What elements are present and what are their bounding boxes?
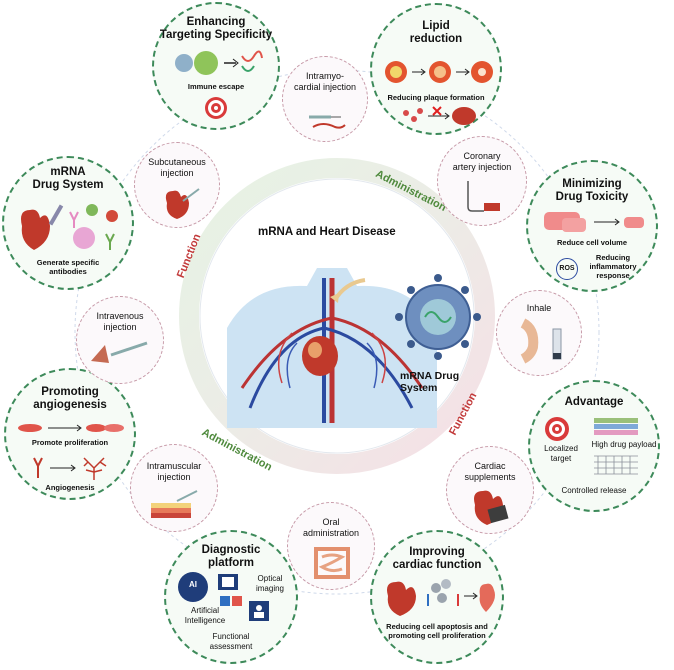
intravenous-label: Intravenous injection <box>96 311 144 332</box>
angiogenesis-title: Promoting angiogenesis <box>33 386 107 411</box>
inhaler-icon <box>520 318 562 364</box>
muscle-layer-icon <box>151 490 198 518</box>
node-promoting-angiogenesis: Promoting angiogenesis Promote prolifera… <box>4 368 136 500</box>
release-grid-icon <box>594 455 638 475</box>
inhale-label: Inhale <box>526 303 552 313</box>
assessment-icon <box>249 601 269 621</box>
cell-shrink-icon <box>544 212 644 232</box>
intramyocardial-label: Intramyo- cardial injection <box>293 71 357 92</box>
diagnostic-item1: Artificial Intelligence <box>184 606 226 625</box>
function-administration-ring <box>179 158 495 474</box>
node-subcutaneous-injection: Subcutaneous injection <box>134 142 220 228</box>
node-intramyocardial-injection: Intramyo- cardial injection <box>282 56 368 142</box>
node-improving-cardiac: Improving cardiac function Reducing cell… <box>370 530 504 664</box>
diagnostic-item2: Optical imaging <box>255 574 284 593</box>
node-enhancing-targeting: Enhancing Targeting Specificity Immune e… <box>152 2 280 130</box>
targeting-title: Enhancing Targeting Specificity <box>159 16 273 41</box>
diagnostic-item3: Functional assessment <box>209 632 253 651</box>
lipid-title: Lipid reduction <box>409 20 463 45</box>
proliferation-icon <box>18 424 124 432</box>
ros-badge: ROS <box>556 258 578 280</box>
vessel-branch-icon <box>33 457 107 480</box>
node-advantage: Advantage Localized target High drug pay… <box>528 380 660 512</box>
cardiac-function-caption: Reducing cell apoptosis and promoting ce… <box>386 622 488 640</box>
ai-badge: AI <box>178 572 208 602</box>
intramuscular-label: Intramuscular injection <box>146 461 202 482</box>
intestine-icon <box>314 547 350 579</box>
toxicity-title: Minimizing Drug Toxicity <box>555 178 629 203</box>
immune-cell-icon <box>175 50 263 75</box>
cardiac-repair-icon <box>387 579 495 616</box>
node-lipid-reduction: Lipid reduction Reducing plaque formatio… <box>370 3 502 135</box>
toxicity-caption2: Reducing inflammatory response <box>589 253 637 280</box>
antibody-icon <box>21 204 118 250</box>
oral-label: Oral administration <box>302 517 360 538</box>
artery-plaque-icon <box>385 61 493 83</box>
localized-target-icon <box>545 417 569 441</box>
mrna-system-title: mRNA Drug System <box>32 166 104 191</box>
targeting-caption: Immune escape <box>187 82 245 91</box>
advantage-item1: Localized target <box>544 444 578 463</box>
node-diagnostic-platform: Diagnostic platform AI Optical imaging A… <box>164 530 298 664</box>
imaging-icon <box>218 574 242 606</box>
coronary-label: Coronary artery injection <box>452 151 512 172</box>
node-intravenous-injection: Intravenous injection <box>76 296 164 384</box>
heart-patch-icon <box>474 490 509 525</box>
mrna-system-caption: Generate specific antibodies <box>36 258 100 276</box>
lipid-nanoparticle-icon <box>395 274 481 360</box>
node-mrna-drug-system: mRNA Drug System Generate specific antib… <box>2 156 134 290</box>
human-body-illustration <box>227 268 437 428</box>
advantage-title: Advantage <box>564 396 624 408</box>
arrow-icon <box>330 278 366 303</box>
node-cardiac-supplements: Cardiac supplements <box>446 446 534 534</box>
node-intramuscular-injection: Intramuscular injection <box>130 444 218 532</box>
advantage-item2: High drug payload <box>591 440 657 449</box>
diagnostic-title: Diagnostic platform <box>201 544 261 569</box>
syringe-icon <box>309 115 346 129</box>
node-minimizing-toxicity: Minimizing Drug Toxicity Reduce cell vol… <box>526 160 658 292</box>
payload-icon <box>594 418 638 435</box>
subcutaneous-label: Subcutaneous injection <box>148 157 206 178</box>
angiogenesis-caption2: Angiogenesis <box>45 483 95 492</box>
center-title: mRNA and Heart Disease <box>258 226 396 238</box>
node-inhale: Inhale <box>496 290 582 376</box>
cardiac-supplements-label: Cardiac supplements <box>464 461 516 482</box>
iv-syringe-icon <box>91 341 148 363</box>
drug-system-label: mRNA Drug System <box>400 370 460 394</box>
angiogenesis-caption1: Promote proliferation <box>31 438 109 447</box>
toxicity-caption1: Reduce cell volume <box>556 238 628 247</box>
cardiac-function-title: Improving cardiac function <box>392 546 482 571</box>
target-icon <box>205 97 227 119</box>
advantage-item3: Controlled release <box>561 486 627 495</box>
lipid-caption: Reducing plaque formation <box>387 93 485 102</box>
catheter-icon <box>467 181 500 212</box>
node-oral-administration: Oral administration <box>287 502 375 590</box>
node-coronary-injection: Coronary artery injection <box>437 136 527 226</box>
plaque-dissolve-icon <box>403 106 476 125</box>
heart-syringe-icon <box>165 188 200 219</box>
heart-icon <box>302 336 338 376</box>
